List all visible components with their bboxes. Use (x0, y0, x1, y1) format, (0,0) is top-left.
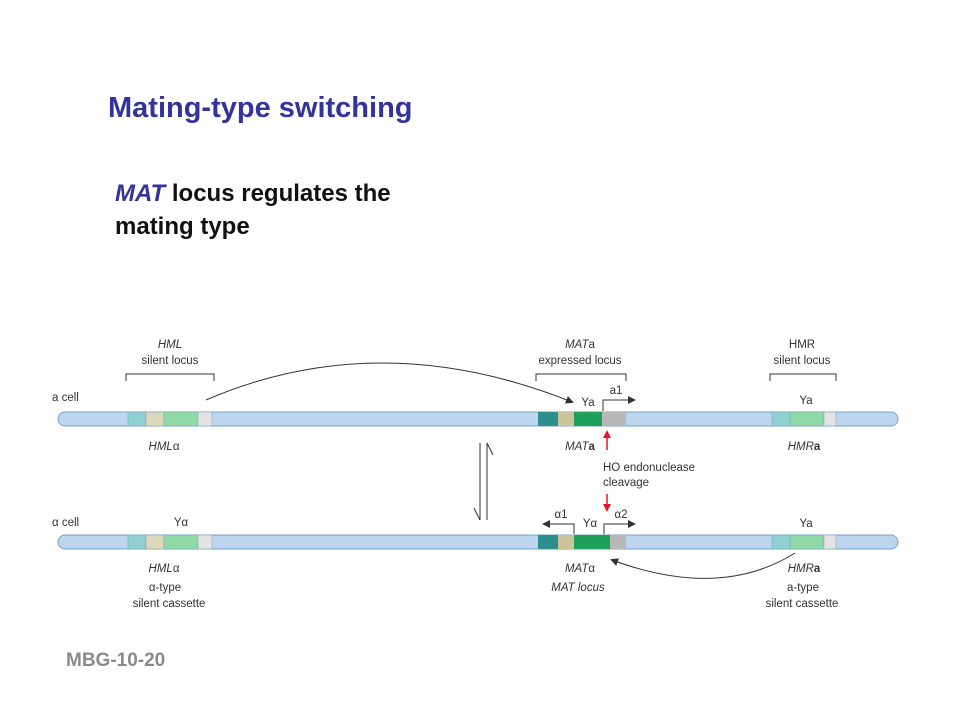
bottom-hml-desc2: silent cassette (133, 598, 206, 610)
hmr-header-desc: silent locus (774, 355, 831, 367)
bottom-alpha1-arrow (542, 520, 575, 534)
bottom-hml-teal (127, 534, 147, 550)
bottom-hml-green (163, 534, 199, 550)
top-mat-label: MATa (565, 441, 595, 453)
bottom-hmr-teal (771, 534, 791, 550)
cleavage-line2: cleavage (603, 477, 649, 489)
subtitle-line2: mating type (115, 213, 250, 240)
bottom-chromosome (57, 534, 899, 550)
bottom-hmr-desc1: a-type (787, 582, 819, 594)
equilibrium-down-arrow (473, 443, 481, 521)
bottom-mat-teal (538, 535, 558, 549)
bottom-cell-label: α cell (52, 517, 79, 529)
top-cell-label: a cell (52, 392, 79, 404)
hml-header-desc: silent locus (142, 355, 199, 367)
bottom-hmr-y-label: Ya (799, 518, 813, 530)
top-hmr-label-main: HMR (788, 441, 814, 453)
bottom-hmr-label: HMRa (788, 563, 821, 575)
subtitle-emphasis: MAT (115, 180, 166, 207)
top-mat-teal (538, 412, 558, 426)
top-hml-label-main: HML (149, 441, 173, 453)
bottom-hml-label-main: HML (149, 563, 173, 575)
bottom-hmr-desc2: silent cassette (766, 598, 839, 610)
hmr-header-name: HMR (789, 339, 815, 351)
top-mat-tan (558, 412, 574, 426)
bottom-mat-label-suffix: α (588, 563, 595, 575)
slide-title: Mating-type switching (108, 92, 413, 124)
bottom-hmr-gray (823, 534, 837, 550)
top-hmr-green (789, 411, 825, 427)
bottom-hml-label-suffix: α (173, 563, 180, 575)
bottom-hmr-label-suffix: a (814, 563, 821, 575)
top-mat-gray (602, 412, 626, 426)
bottom-hmr-green (789, 534, 825, 550)
bottom-mat-label: MATα (565, 563, 595, 575)
hml-to-mat-arrow (205, 362, 574, 404)
top-hml-label: HMLα (149, 441, 180, 453)
top-hmr-label-suffix: a (814, 441, 821, 453)
top-a1-label: a1 (610, 385, 623, 397)
bottom-mat-gray (610, 535, 626, 549)
top-hml-tan (145, 411, 165, 427)
hmr-bracket (769, 373, 837, 381)
bottom-hmr-label-main: HMR (788, 563, 814, 575)
top-mat-label-suffix: a (589, 441, 596, 453)
bottom-mat-y-label: Yα (583, 518, 598, 530)
bottom-mat-locus: MAT locus (551, 582, 605, 594)
top-chromosome (57, 411, 899, 427)
bottom-mat-label-main: MAT (565, 563, 589, 575)
subtitle-line1: locus regulates the (165, 180, 391, 207)
equilibrium-arrows (473, 442, 494, 521)
slide-footer-code: MBG-10-20 (66, 650, 166, 671)
bottom-hml-tan (145, 534, 165, 550)
mat-bracket (535, 373, 627, 381)
top-hmr-y-label: Ya (799, 395, 813, 407)
bottom-mat-tan (558, 535, 574, 549)
top-mat-y-label: Ya (581, 397, 595, 409)
top-mat-label-main: MAT (565, 441, 589, 453)
bottom-hml-y-label: Yα (174, 517, 189, 529)
top-hmr-teal (771, 411, 791, 427)
bottom-hml-gray (197, 534, 213, 550)
equilibrium-up-arrow (486, 442, 494, 520)
mata-header-name-suffix: a (589, 339, 596, 351)
hml-bracket (125, 373, 215, 381)
bottom-hml-label: HMLα (149, 563, 180, 575)
cleavage-line1: HO endonuclease (603, 462, 695, 474)
top-a1-arrow (602, 396, 636, 411)
top-hml-green (163, 411, 199, 427)
bottom-alpha2-arrow (603, 520, 636, 534)
mata-header-name-main: MAT (565, 339, 589, 351)
top-hml-teal (127, 411, 147, 427)
hmr-to-mat-arrow (610, 552, 796, 579)
top-hml-gray (197, 411, 213, 427)
bottom-alpha1-label: α1 (554, 509, 567, 521)
bottom-hml-desc1: α-type (149, 582, 181, 594)
top-mat-green (574, 412, 602, 426)
bottom-alpha2-label: α2 (614, 509, 627, 521)
top-hmr-gray (823, 411, 837, 427)
slide-subtitle: MAT locus regulates the mating type (115, 177, 391, 243)
top-hmr-label: HMRa (788, 441, 821, 453)
hml-header-name: HML (158, 339, 182, 351)
mata-header-desc: expressed locus (538, 355, 621, 367)
mata-header-name: MATa (565, 339, 595, 351)
top-hml-label-suffix: α (173, 441, 180, 453)
bottom-mat-green (574, 535, 610, 549)
